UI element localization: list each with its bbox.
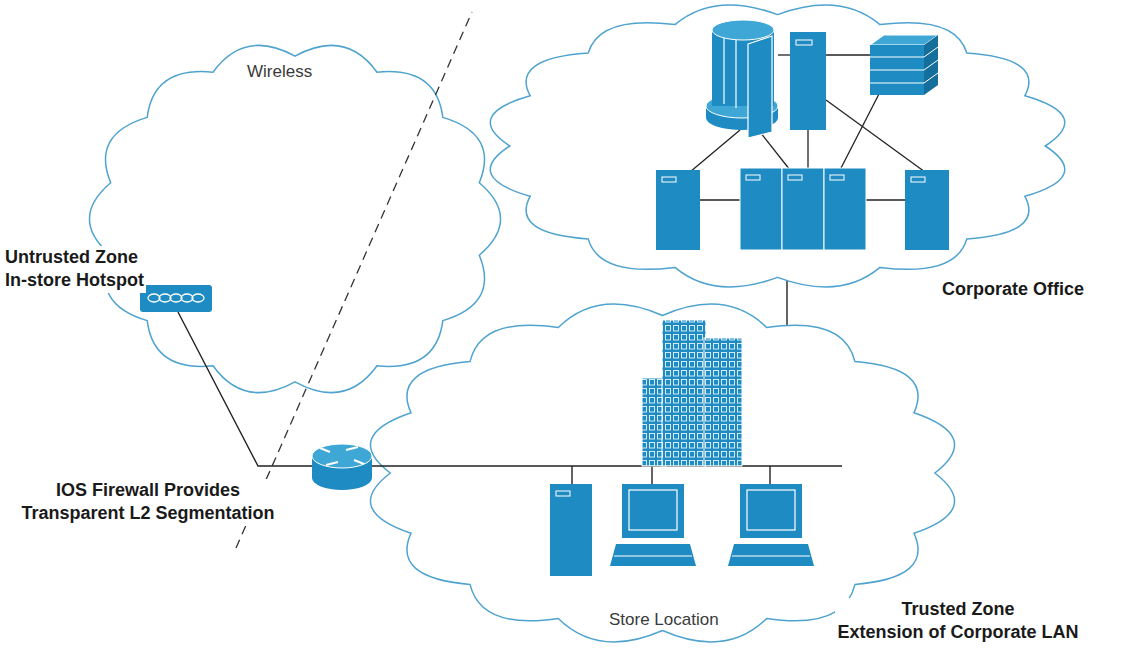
cloud-shape: [89, 45, 500, 392]
cloud-region: Wireless: [85, 38, 505, 400]
switch-stack-icon: [870, 35, 938, 95]
region-label: Corporate Office: [940, 279, 1086, 301]
cloud-shape: [490, 5, 1064, 287]
zone-divider: [236, 12, 472, 548]
access-point-icon: [140, 285, 212, 312]
zone-note: Untrusted Zone In-store Hotspot: [3, 246, 146, 293]
pc-icon: [728, 484, 814, 566]
cloud-shape: [370, 304, 954, 642]
server-tower-icon: [790, 32, 826, 130]
zone-note: IOS Firewall Provides Transparent L2 Seg…: [19, 479, 276, 526]
zone-note: Trusted Zone Extension of Corporate LAN: [835, 598, 1080, 645]
building-icon: [642, 320, 742, 466]
mainframe-icon: [706, 20, 778, 138]
cloud-outline: [85, 38, 505, 400]
region-label: Wireless: [245, 62, 314, 82]
lan-wiring: [178, 312, 842, 484]
network-link: [786, 277, 787, 333]
server-row-icons: [656, 168, 949, 250]
store-server-icon: [550, 484, 592, 576]
region-label: Store Location: [607, 610, 721, 630]
pc-icon: [610, 484, 696, 566]
router-icon: [312, 444, 372, 490]
